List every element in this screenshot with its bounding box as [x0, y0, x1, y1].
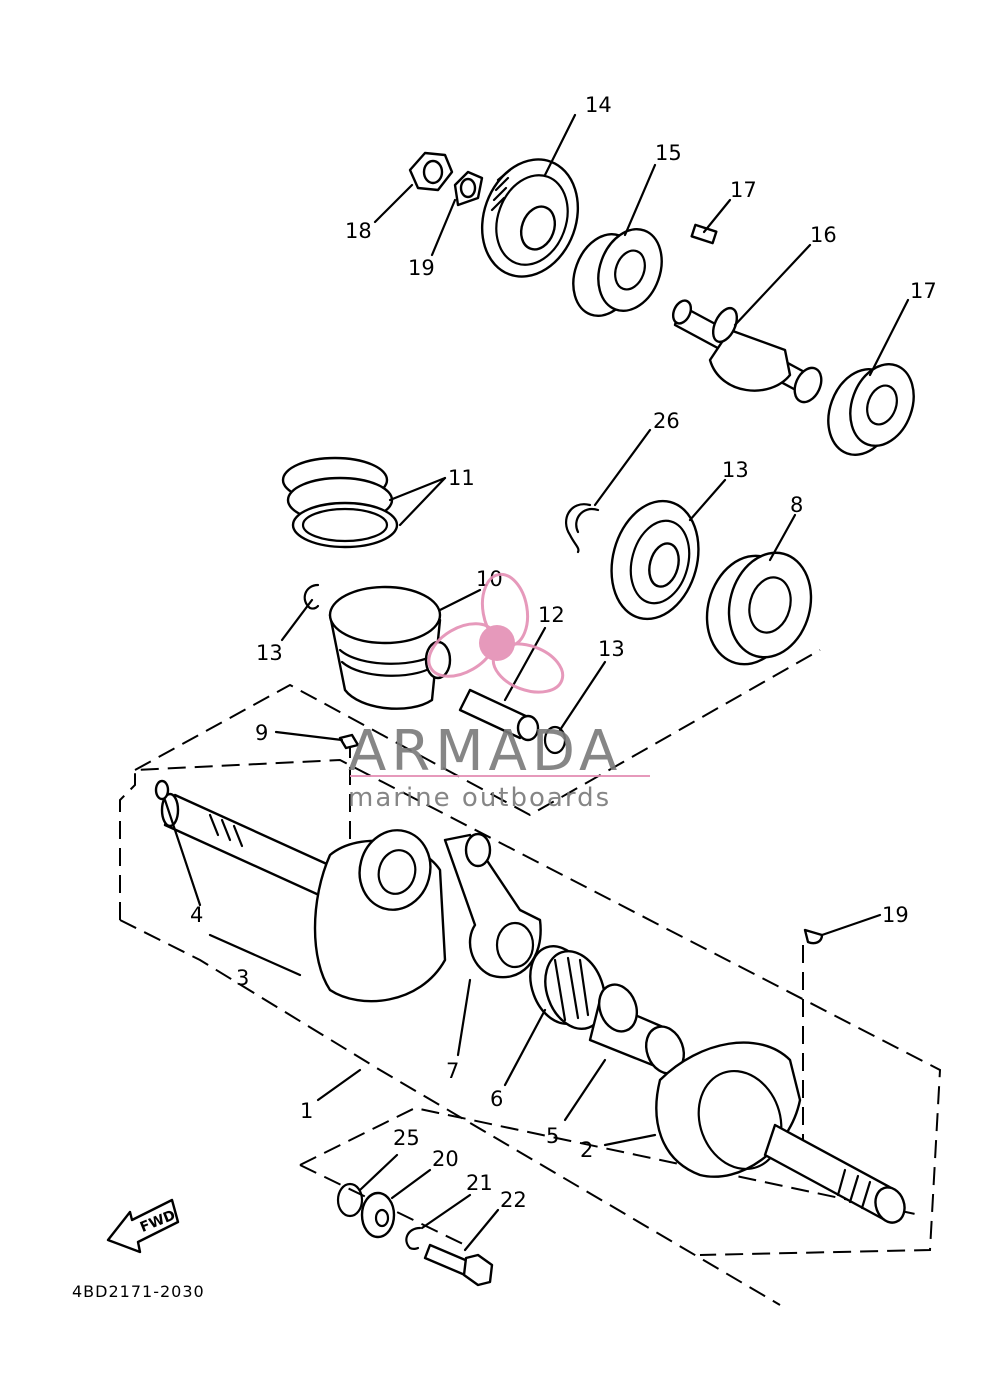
- callout-19: 19: [408, 256, 435, 280]
- part-clip-13a: [303, 583, 320, 610]
- callout-14: 13: [722, 458, 749, 482]
- callout-25: 25: [393, 1126, 420, 1150]
- part-circlip-26: [564, 503, 600, 554]
- callout-16: 16: [810, 223, 837, 247]
- part-connecting-rod-7: [443, 832, 542, 979]
- callout-17a: 15: [655, 141, 682, 165]
- leader-lines: [163, 113, 910, 1252]
- callout-7: 7: [446, 1059, 459, 1083]
- callout-18: 17: [730, 178, 757, 202]
- part-washer-22: [360, 1191, 396, 1239]
- callout-2: 2: [580, 1138, 593, 1162]
- part-piston-pin-12: [458, 688, 540, 742]
- part-gear-15: [480, 158, 580, 278]
- callout-12: 12: [538, 603, 565, 627]
- callout-20: 18: [345, 219, 372, 243]
- part-key-9: [338, 733, 360, 750]
- callout-15: 14: [585, 93, 612, 117]
- propeller-logo-icon: [427, 572, 565, 694]
- part-code: 4BD2171-2030: [72, 1282, 205, 1301]
- part-piston-10: [328, 585, 452, 710]
- part-bearing-8: [705, 551, 813, 666]
- part-clip-13b: [543, 725, 567, 755]
- part-gear-14: [610, 499, 700, 621]
- callout-17b: 17: [910, 279, 937, 303]
- callout-9: 9: [255, 721, 268, 745]
- part-lockwasher-19: [453, 170, 484, 207]
- callout-4: 4: [190, 903, 203, 927]
- part-crankshaft-2: [655, 1041, 906, 1224]
- part-key-18: [690, 223, 718, 245]
- callout-24: 22: [500, 1188, 527, 1212]
- part-oring-25: [336, 1182, 364, 1218]
- watermark: ARMADA marine outboards: [348, 572, 650, 813]
- part-bolt-24: [423, 1243, 494, 1287]
- part-bearing-17b: [827, 363, 915, 456]
- part-crank-pin-5: [588, 983, 686, 1075]
- watermark-subtitle: marine outboards: [348, 783, 611, 813]
- part-balancer-shaft-16: [671, 299, 823, 404]
- callout-21: 19: [882, 903, 909, 927]
- callout-26: 26: [653, 409, 680, 433]
- callout-3: 3: [236, 966, 249, 990]
- watermark-title: ARMADA: [348, 719, 622, 784]
- callout-5: 5: [546, 1124, 559, 1148]
- callout-labels: 14 15 17 16 17 18 19 11 26 13 8 10 12 13…: [190, 93, 937, 1212]
- callout-1: 1: [300, 1099, 313, 1123]
- assembly-outlines: [119, 649, 942, 1306]
- part-clip-23: [405, 1226, 422, 1250]
- fwd-arrow-icon: FWD: [106, 1198, 180, 1254]
- callout-6: 6: [490, 1087, 503, 1111]
- part-piston-rings-11: [281, 456, 399, 549]
- part-crankshaft-3: [160, 792, 447, 1003]
- part-key-21: [803, 928, 824, 945]
- callout-22: 20: [432, 1147, 459, 1171]
- part-washer-4: [154, 779, 170, 801]
- part-needle-bearing-6: [529, 945, 606, 1030]
- callout-13a: 13: [256, 641, 283, 665]
- callout-13b: 13: [598, 637, 625, 661]
- callout-23: 21: [466, 1171, 493, 1195]
- callout-8: 8: [790, 493, 803, 517]
- part-nut-20: [408, 151, 454, 192]
- callout-11: 11: [448, 466, 475, 490]
- part-bearing-17a: [572, 228, 663, 317]
